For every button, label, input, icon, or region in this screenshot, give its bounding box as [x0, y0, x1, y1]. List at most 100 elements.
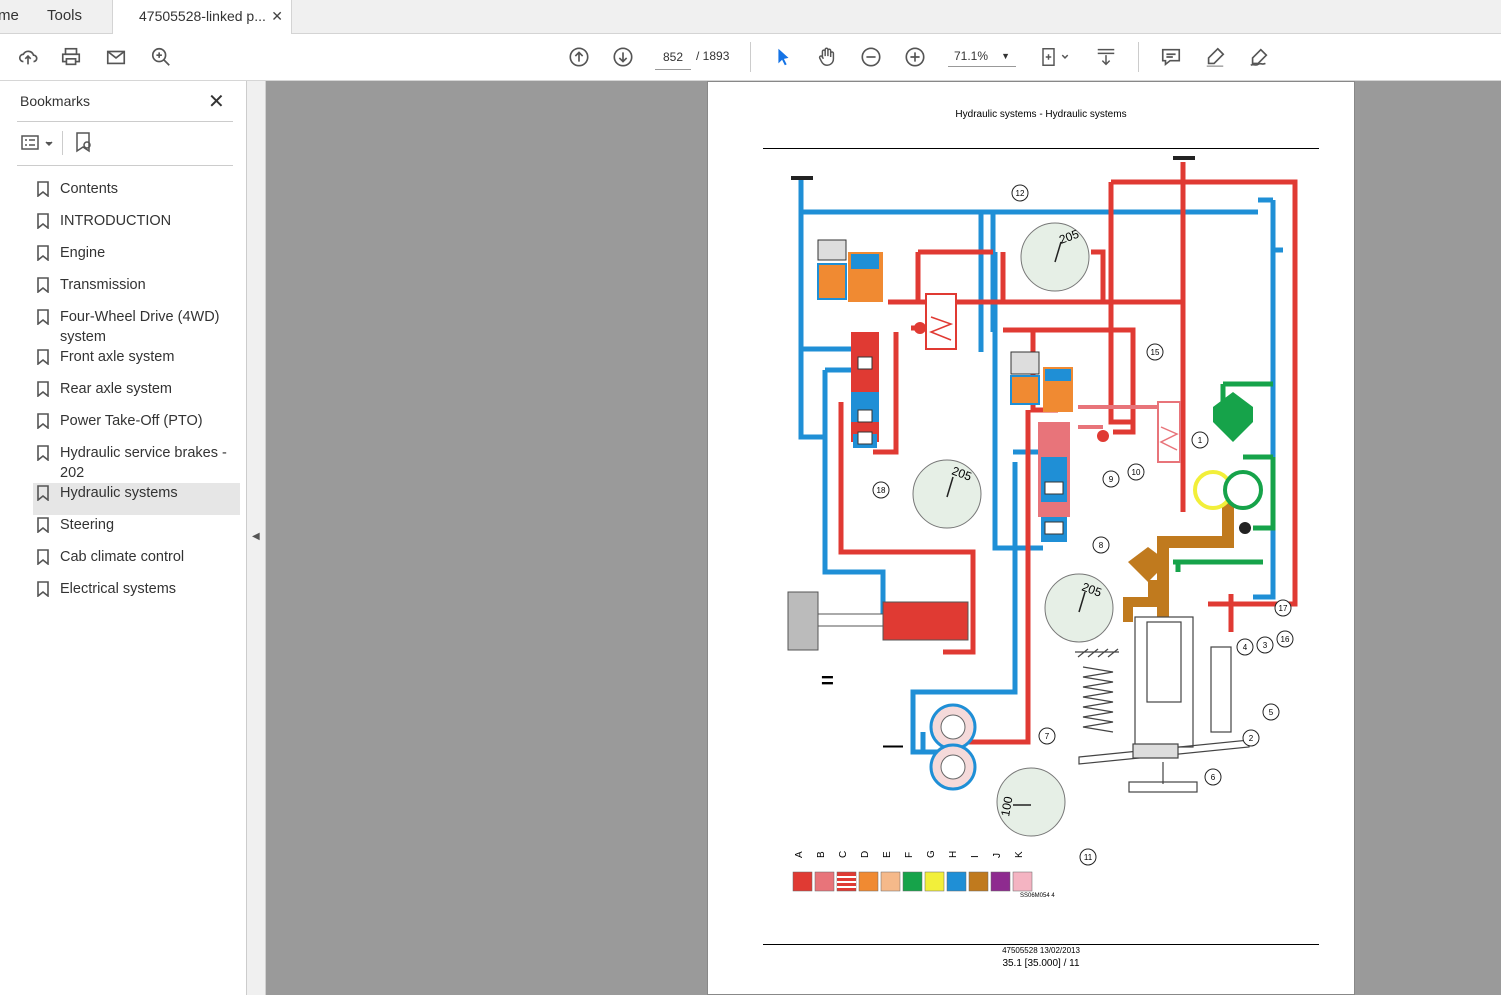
callout-number: 17 [1279, 604, 1288, 613]
bookmark-item[interactable]: Electrical systems [0, 579, 246, 611]
tab-document[interactable]: 47505528-linked p... ✕ [112, 0, 292, 34]
pdf-page: Hydraulic systems - Hydraulic systems [707, 81, 1355, 995]
legend-swatch [968, 871, 989, 892]
valve-block-left [817, 239, 883, 448]
callout-number: 11 [1084, 853, 1093, 862]
bookmark-item[interactable]: Four-Wheel Drive (4WD) system [0, 307, 246, 347]
close-tab-icon[interactable]: ✕ [271, 8, 283, 24]
callout-number: 5 [1269, 708, 1274, 717]
callout-number: 3 [1263, 641, 1268, 650]
bookmark-label: Hydraulic service brakes - 202 [60, 445, 227, 481]
relief-valve [925, 293, 957, 350]
svg-text:205: 205 [950, 464, 974, 484]
bookmark-label: Contents [60, 181, 119, 197]
bookmark-item[interactable]: Transmission [0, 275, 246, 307]
page-number-input[interactable] [655, 45, 691, 70]
page-up-icon[interactable] [566, 44, 592, 70]
hydraulic-schematic: 205 205 205 100 [787, 156, 1298, 892]
gear-pump [929, 703, 977, 791]
bookmark-item[interactable]: Rear axle system [0, 379, 246, 411]
callout-marker [872, 481, 890, 499]
plus-symbol: = [821, 668, 834, 693]
upload-icon[interactable] [15, 44, 41, 70]
legend-swatch [946, 871, 967, 892]
tank-symbol [1173, 156, 1195, 160]
callout-number: 10 [1132, 468, 1141, 477]
chevron-down-icon: ▼ [1001, 51, 1010, 61]
legend-letter: K [1014, 851, 1025, 858]
figure-code: SS06M054 4 [1020, 893, 1055, 899]
scroll-mode-icon[interactable] [1093, 44, 1119, 70]
bookmark-item[interactable]: INTRODUCTION [0, 211, 246, 243]
tab-tools[interactable]: Tools [47, 7, 83, 24]
bookmark-label: Four-Wheel Drive (4WD) system [60, 309, 220, 345]
page-header: Hydraulic systems - Hydraulic systems [955, 109, 1127, 120]
bookmark-icon [37, 213, 49, 229]
footer-rule [763, 944, 1319, 945]
panel-collapse-handle[interactable]: ◀ [247, 81, 266, 995]
hand-icon[interactable] [814, 44, 840, 70]
document-viewport[interactable]: Hydraulic systems - Hydraulic systems [266, 81, 1501, 995]
bookmark-item[interactable]: Power Take-Off (PTO) [0, 411, 246, 443]
callout-marker [1204, 768, 1222, 786]
page-total-label: / 1893 [696, 49, 730, 63]
bookmarks-title: Bookmarks [20, 93, 91, 109]
fit-page-icon[interactable] [1036, 44, 1072, 70]
bookmark-item[interactable]: Cab climate control [0, 547, 246, 579]
green-lines [1173, 381, 1276, 572]
check-ball [1097, 430, 1109, 442]
lift-mechanism [1075, 616, 1250, 793]
bookmark-label: Front axle system [60, 349, 175, 365]
page-down-icon[interactable] [610, 44, 636, 70]
highlight-icon[interactable] [1202, 44, 1228, 70]
legend-swatch [924, 871, 945, 892]
brown-filter [1128, 547, 1168, 582]
zoom-out-icon[interactable] [858, 44, 884, 70]
legend-letter: J [992, 853, 1003, 858]
pressure-gauge-18: 205 [912, 459, 982, 529]
pressure-gauge-11: 100 [996, 767, 1066, 837]
legend-letter: F [904, 852, 915, 858]
callout-number: 12 [1016, 189, 1025, 198]
bookmark-item[interactable]: Hydraulic systems [33, 483, 240, 515]
bookmark-icon [37, 245, 49, 261]
zoom-in-icon[interactable] [902, 44, 928, 70]
valve-block-center [1010, 351, 1073, 542]
add-bookmark-icon[interactable] [73, 131, 95, 153]
legend-letter: I [970, 855, 981, 858]
callout-marker [1038, 727, 1056, 745]
svg-text:100: 100 [998, 795, 1015, 817]
close-panel-icon[interactable]: ✕ [208, 91, 225, 113]
legend-swatch [902, 871, 923, 892]
callout-marker [1102, 470, 1120, 488]
minus-symbol: — [883, 735, 903, 757]
sign-icon[interactable] [1246, 44, 1272, 70]
legend-letter: A [794, 851, 805, 858]
bookmark-item[interactable]: Hydraulic service brakes - 202 [0, 443, 246, 483]
bookmark-item[interactable]: Front axle system [0, 347, 246, 379]
bookmark-icon [37, 277, 49, 293]
bookmark-item[interactable]: Contents [0, 179, 246, 211]
tab-home[interactable]: me [0, 7, 19, 24]
options-menu-icon[interactable] [20, 133, 54, 153]
bookmark-icon [37, 445, 49, 461]
callout-marker [1146, 343, 1164, 361]
print-icon[interactable] [58, 44, 84, 70]
bookmark-item[interactable]: Steering [0, 515, 246, 547]
zoom-select[interactable]: 71.1% ▼ [948, 45, 1016, 67]
legend-swatch [792, 871, 813, 892]
find-icon[interactable] [148, 44, 174, 70]
mail-icon[interactable] [103, 44, 129, 70]
bookmark-icon [37, 581, 49, 597]
legend-letter: H [948, 851, 959, 858]
chevron-left-icon: ◀ [252, 531, 260, 542]
select-icon[interactable] [770, 44, 796, 70]
legend-letter: B [816, 851, 827, 858]
comment-icon[interactable] [1158, 44, 1184, 70]
toolbar: / 1893 71.1% ▼ [0, 34, 1501, 81]
bookmark-icon [37, 413, 49, 429]
bookmark-item[interactable]: Engine [0, 243, 246, 275]
